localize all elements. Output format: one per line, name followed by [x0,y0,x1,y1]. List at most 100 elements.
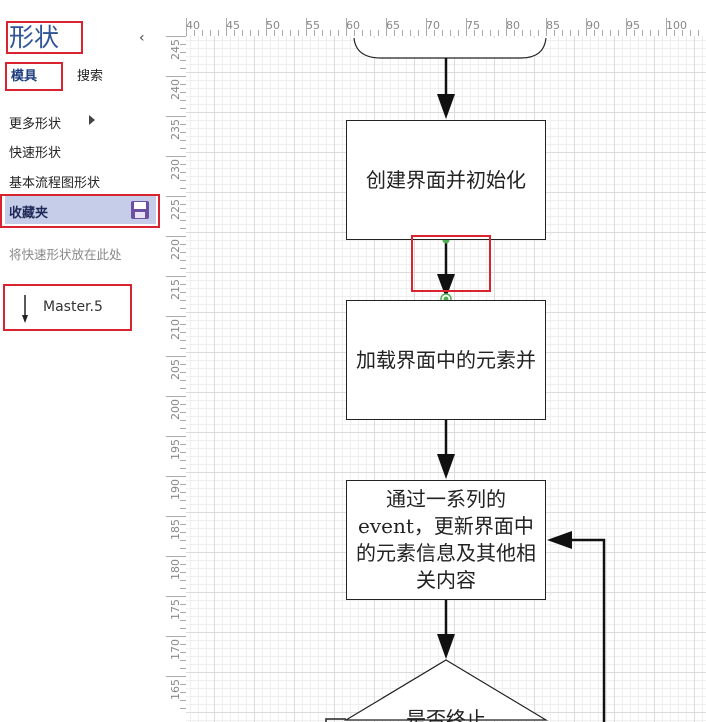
terminator-shape[interactable] [353,37,547,59]
ruler-tick [166,276,186,277]
ruler-tick [180,500,186,501]
ruler-tick [166,356,186,357]
ruler-tick [166,556,186,557]
ruler-tick [180,108,186,109]
ruler-tick [506,18,507,36]
ruler-tick [626,18,627,36]
ruler-tick [410,30,411,36]
chevron-left-icon[interactable]: ‹ [139,30,145,46]
ruler-tick [180,372,186,373]
ruler-tick [180,220,186,221]
ruler-tick-label: 70 [426,19,440,32]
ruler-tick [682,30,683,36]
ruler-tick [226,18,227,36]
process-box-update[interactable]: 通过一系列的event，更新界面中的元素信息及其他相关内容 [346,480,546,600]
ruler-tick [166,76,186,77]
ruler-tick [180,300,186,301]
ruler-tick [180,708,186,709]
ruler-tick [266,18,267,36]
ruler-tick [474,30,475,36]
ruler-tick [490,30,491,36]
ruler-tick [180,492,186,493]
ruler-tick [180,268,186,269]
ruler-tick [180,420,186,421]
pane-title: 形状 [9,23,60,52]
ruler-tick [180,444,186,445]
ruler-tick [180,612,186,613]
ruler-tick [346,18,347,36]
ruler-tick-label: 60 [346,19,360,32]
ruler-tick [166,516,186,517]
ruler-tick [180,508,186,509]
ruler-tick [434,30,435,36]
ruler-tick [166,636,186,637]
menu-more-shapes[interactable]: 更多形状 [9,117,62,132]
favorites-label: 收藏夹 [9,206,49,221]
caret-right-icon[interactable] [89,115,95,125]
loop-connector[interactable] [568,538,606,722]
ruler-tick [180,580,186,581]
process-box-init[interactable]: 创建界面并初始化 [346,120,546,240]
menu-quick-shapes[interactable]: 快速形状 [9,146,62,161]
ruler-tick [180,180,186,181]
ruler-tick [514,30,515,36]
ruler-tick [166,596,186,597]
ruler-tick-label: 65 [386,19,400,32]
decision-shape[interactable] [343,659,549,721]
ruler-tick [594,30,595,36]
ruler-tick [180,380,186,381]
ruler-tick [180,100,186,101]
ruler-tick [180,572,186,573]
ruler-tick [250,30,251,36]
process-box-load[interactable]: 加载界面中的元素并 [346,300,546,420]
ruler-tick [442,30,443,36]
favorites-stencil[interactable]: 收藏夹 [5,196,156,224]
ruler-tick [180,204,186,205]
ruler-tick [194,30,195,36]
ruler-tick [180,228,186,229]
ruler-tick [306,18,307,36]
ruler-tick [166,396,186,397]
ruler-tick [180,652,186,653]
ruler-tick [180,628,186,629]
ruler-tick [180,92,186,93]
ruler-tick-label: 85 [546,19,560,32]
ruler-tick [180,668,186,669]
ruler-tick [180,292,186,293]
arrow-down-icon [22,295,28,323]
ruler-tick [180,484,186,485]
flowchart-connectors [325,37,606,722]
ruler-tick [180,44,186,45]
ruler-tick [402,30,403,36]
ruler-tick-label: 40 [186,19,200,32]
ruler-tick [282,30,283,36]
decision-label: 是否终止 [406,707,486,722]
save-icon[interactable] [130,200,150,220]
ruler-tick [570,30,571,36]
ruler-tick [386,18,387,36]
ruler-tick [186,18,187,36]
ruler-tick [634,30,635,36]
ruler-tick [466,18,467,36]
ruler-tick [166,316,186,317]
ruler-tick [498,30,499,36]
ruler-tick [450,30,451,36]
ruler-tick [180,164,186,165]
ruler-tick [180,660,186,661]
tab-search[interactable]: 搜索 [77,69,104,84]
menu-basic-flowchart-shapes[interactable]: 基本流程图形状 [9,176,101,191]
ruler-tick [418,30,419,36]
ruler-tick [166,476,186,477]
ruler-tick [180,428,186,429]
tab-stencils[interactable]: 模具 [11,69,38,84]
shapes-pane: 形状 ‹ 模具 搜索 更多形状 快速形状 基本流程图形状 收藏夹 将快速形状放在… [0,0,166,722]
master-shape-item[interactable]: Master.5 [5,285,131,331]
ruler-tick [538,30,539,36]
ruler-tick [180,644,186,645]
ruler-tick [218,30,219,36]
ruler-tick [180,588,186,589]
ruler-tick [180,324,186,325]
ruler-tick [180,332,186,333]
